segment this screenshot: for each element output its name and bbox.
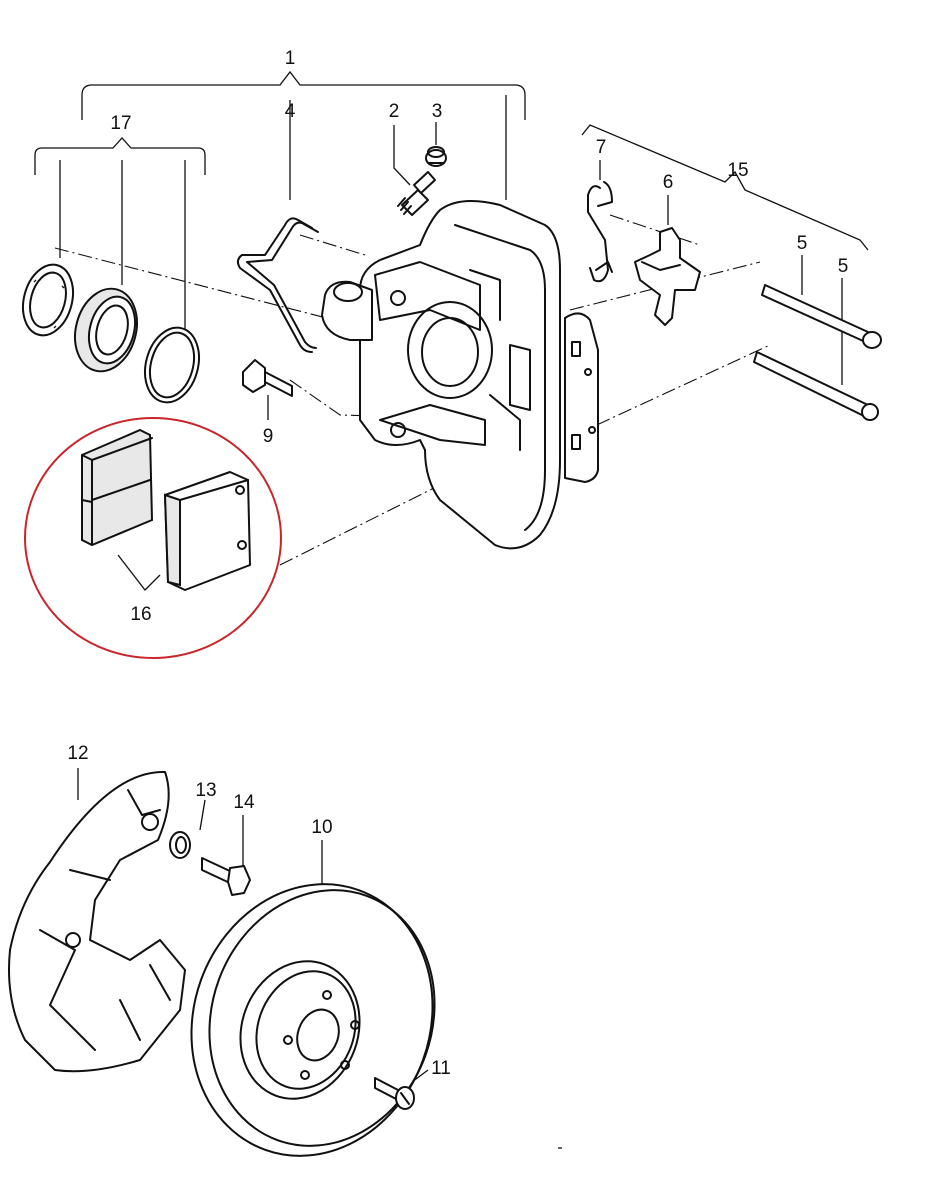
callout-14: 14	[233, 792, 255, 813]
callout-labels: 1 2 3 4 5 5 6 7 9 10 11 12 13 14 15 16 1…	[67, 48, 848, 1079]
dust-cap	[425, 146, 447, 167]
guide-pin-lower	[753, 351, 879, 421]
callout-1: 1	[285, 48, 296, 69]
callout-5-upper: 5	[797, 233, 808, 254]
hex-bolt	[201, 857, 251, 896]
brake-pad-front	[163, 471, 251, 591]
callout-17: 17	[110, 113, 131, 134]
spring-washer	[169, 831, 191, 859]
callout-11: 11	[431, 1058, 451, 1079]
piston	[74, 287, 138, 373]
bracket-fitting-kit	[581, 124, 869, 251]
countersunk-screw	[374, 1077, 415, 1110]
callout-16: 16	[130, 604, 151, 625]
anti-rattle-spring	[634, 227, 701, 326]
callout-9: 9	[263, 426, 274, 447]
callout-5-lower: 5	[838, 256, 849, 277]
brake-disc	[190, 883, 436, 1157]
callout-12: 12	[67, 743, 88, 764]
callout-6: 6	[663, 172, 674, 193]
brake-pads-highlight	[24, 417, 282, 659]
bracket-repair-kit	[34, 137, 206, 175]
callout-10: 10	[311, 817, 332, 838]
guide-bolt	[242, 359, 293, 397]
splash-shield	[8, 770, 186, 1073]
dust-boot-ring	[144, 326, 200, 404]
callout-2: 2	[389, 101, 400, 122]
bleeder-screw	[397, 171, 436, 216]
brake-pad-rear	[81, 428, 154, 547]
retaining-wire	[236, 217, 319, 353]
callout-7: 7	[596, 137, 607, 158]
guide-pin-upper	[761, 284, 882, 349]
caliper-piston-boss	[321, 280, 373, 341]
caliper-mount-bracket	[564, 312, 599, 483]
caliper-housing	[359, 200, 561, 550]
callout-13: 13	[195, 780, 216, 801]
bracket-caliper-assembly	[81, 70, 526, 120]
callout-3: 3	[432, 101, 443, 122]
callout-4: 4	[285, 101, 296, 122]
piston-seal-ring	[22, 263, 74, 337]
clip-spring	[587, 181, 613, 283]
callout-15: 15	[727, 160, 748, 181]
